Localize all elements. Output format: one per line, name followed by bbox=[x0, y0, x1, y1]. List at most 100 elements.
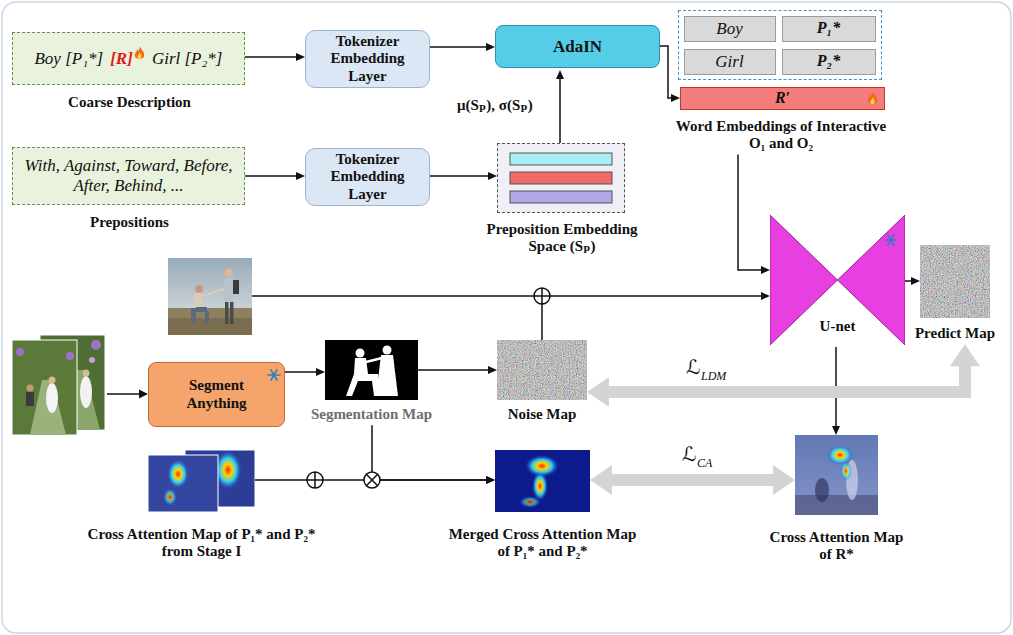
connector bbox=[372, 425, 495, 484]
image-map: Merged Cross Attention Map of P₁* and P₂… bbox=[495, 450, 590, 512]
connector-line bbox=[430, 46, 487, 48]
training-photos bbox=[89, 357, 95, 363]
caption-text: Coarse Description bbox=[13, 94, 246, 111]
product-symbol bbox=[364, 472, 380, 488]
arrowhead bbox=[486, 476, 495, 484]
token-box: P₂* bbox=[782, 49, 876, 75]
segmentation-image bbox=[346, 358, 380, 396]
connector-line bbox=[285, 371, 317, 373]
embedding-bars bbox=[510, 153, 612, 165]
text-row: P₂* bbox=[817, 52, 840, 70]
snowflake-icon bbox=[884, 233, 898, 247]
arrowhead bbox=[316, 368, 325, 376]
connector-line bbox=[542, 296, 762, 340]
connector-line bbox=[738, 155, 762, 271]
flame-icon bbox=[135, 46, 144, 59]
connector-line bbox=[372, 425, 487, 480]
training-photos bbox=[49, 377, 56, 384]
photo-to-segmenter-arrow bbox=[107, 390, 148, 399]
token-box: Boy bbox=[684, 16, 776, 42]
flame-icon bbox=[867, 91, 878, 106]
attention-image bbox=[495, 450, 590, 512]
arrowhead bbox=[486, 43, 495, 51]
arrowhead bbox=[911, 277, 920, 285]
connector-line bbox=[660, 46, 672, 98]
sum-symbol bbox=[534, 288, 550, 304]
input-photo bbox=[168, 308, 252, 335]
connector bbox=[245, 172, 305, 180]
text-row: Boy bbox=[716, 19, 742, 39]
token-box: P₁* bbox=[782, 16, 876, 42]
image-map: Segmentation Map bbox=[325, 340, 418, 400]
node-text: Boy bbox=[716, 19, 742, 39]
node-text: AdaIN bbox=[553, 37, 602, 57]
attention-image bbox=[148, 455, 218, 512]
node-text: [R] bbox=[110, 49, 133, 69]
arrowhead bbox=[590, 465, 612, 495]
sum-symbol bbox=[314, 472, 316, 488]
training-photos bbox=[83, 370, 90, 377]
loss-symbol: ℒ bbox=[686, 356, 700, 378]
node-text: Tokenizer Embedding Layer bbox=[311, 151, 424, 203]
training-photos bbox=[12, 335, 105, 435]
caption-text: Predict Map bbox=[909, 325, 1001, 342]
photo-to-sum-line bbox=[252, 295, 534, 297]
segmentation-image bbox=[376, 355, 398, 396]
connector bbox=[738, 155, 770, 275]
training-photos bbox=[46, 383, 58, 413]
embedding-space: Preposition Embedding Space (Sₚ) bbox=[497, 143, 625, 213]
connector bbox=[418, 366, 497, 374]
photo-to-segmenter-arrow bbox=[139, 390, 148, 399]
training-photos bbox=[80, 376, 92, 408]
flame-icon bbox=[870, 98, 874, 105]
loss-arrow-line bbox=[611, 474, 774, 486]
segmentation-image bbox=[383, 346, 392, 355]
loss-subscript: CA bbox=[697, 457, 712, 470]
segmentation-image bbox=[325, 340, 418, 400]
node-text: P₂* bbox=[817, 52, 840, 70]
attention-image bbox=[827, 445, 853, 465]
noise-image bbox=[920, 245, 990, 318]
caption-text: Noise Map bbox=[492, 406, 592, 423]
caption-text: Prepositions bbox=[13, 214, 246, 231]
node-text: With, Against, Toward, Before, After, Be… bbox=[18, 156, 239, 195]
attention-image bbox=[148, 435, 878, 515]
sum-symbol bbox=[534, 288, 550, 304]
caption-text: Cross Attention Map of P₁* and P₂* from … bbox=[77, 526, 327, 561]
product-symbol bbox=[364, 472, 380, 488]
caption-text: Cross Attention Map of R* bbox=[762, 529, 912, 564]
arrowhead bbox=[671, 94, 680, 102]
caption-text: Merged Cross Attention Map of P₁* and P₂… bbox=[443, 526, 643, 561]
training-photos bbox=[30, 380, 66, 435]
flame-icon bbox=[868, 91, 877, 104]
node-text: P₁* bbox=[817, 19, 840, 37]
training-photos bbox=[91, 340, 101, 350]
text-row: Tokenizer Embedding Layer bbox=[311, 151, 424, 203]
arrowhead bbox=[832, 426, 840, 435]
training-photos bbox=[16, 348, 24, 356]
attention-image bbox=[840, 461, 852, 481]
relation-embedding-bar: R′ bbox=[680, 87, 885, 110]
process-box: Tokenizer Embedding Layer bbox=[305, 148, 430, 206]
text-row: Girl bbox=[715, 52, 743, 72]
node-text: Girl bbox=[715, 52, 743, 72]
connector-line bbox=[245, 56, 297, 58]
loss-arrow-line bbox=[608, 365, 965, 392]
photo-to-segmenter-arrow bbox=[107, 393, 140, 395]
training-photos bbox=[12, 340, 77, 435]
input-photo bbox=[168, 258, 252, 335]
text-row: Tokenizer Embedding Layer bbox=[311, 33, 424, 85]
attention-image bbox=[815, 478, 829, 502]
attention-image bbox=[167, 459, 189, 489]
embedding-bars bbox=[497, 143, 625, 213]
text-row: P₁* bbox=[817, 19, 840, 37]
snowflake-icon bbox=[268, 374, 280, 376]
node-text: Girl [P₂*] bbox=[152, 49, 223, 69]
input-photo bbox=[168, 258, 252, 335]
connector bbox=[556, 70, 564, 143]
noise-image bbox=[497, 340, 587, 400]
node-text: Tokenizer Embedding Layer bbox=[311, 33, 424, 85]
attention-image bbox=[532, 471, 548, 501]
caption-text: U-net bbox=[808, 318, 868, 335]
sum-symbol bbox=[541, 288, 543, 304]
